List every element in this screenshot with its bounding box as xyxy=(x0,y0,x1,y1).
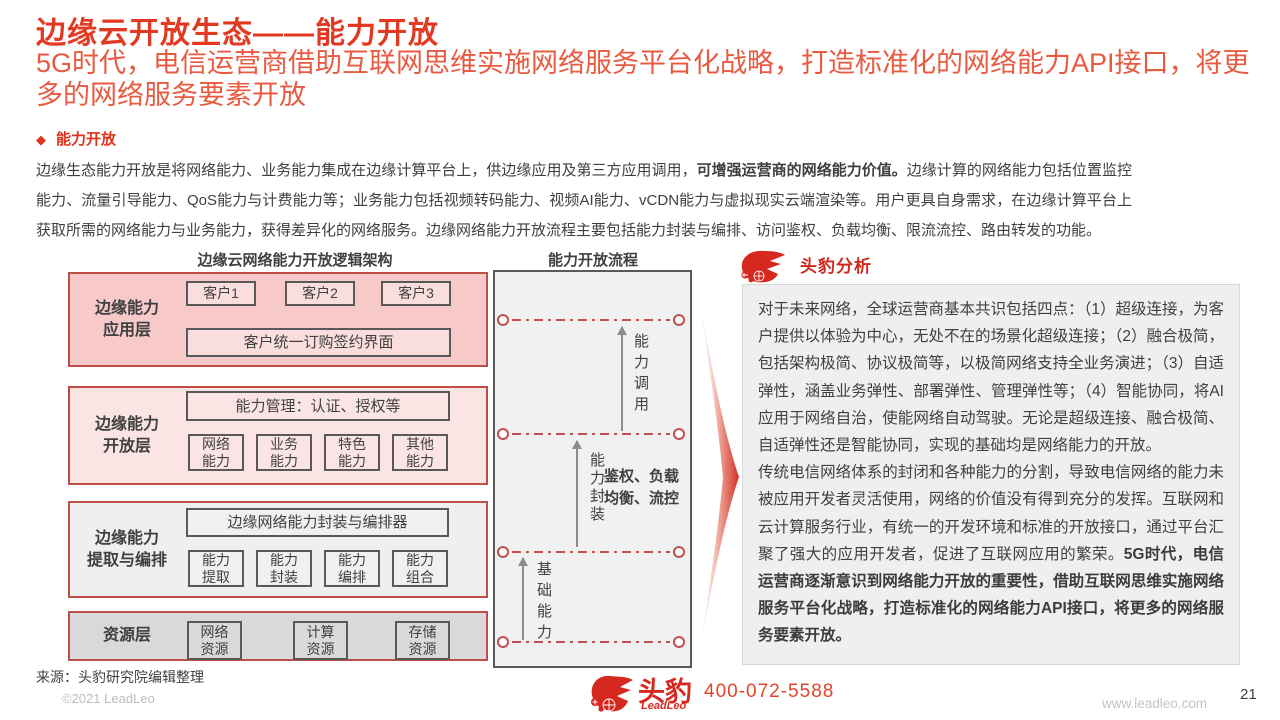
section-heading: ◆ 能力开放 xyxy=(36,128,116,149)
up-arrow-icon xyxy=(518,557,528,640)
flow-divider-line xyxy=(497,428,685,440)
special-capability-box: 特色 能力 xyxy=(324,434,380,471)
client3-box: 客户3 xyxy=(381,281,451,306)
business-capability-box: 业务 能力 xyxy=(256,434,312,471)
connector-circle-icon xyxy=(497,314,509,326)
section-heading-label: 能力开放 xyxy=(56,131,117,148)
diamond-bullet-icon: ◆ xyxy=(36,132,46,147)
intro-text-bold: 可增强运营商的网络能力价值。 xyxy=(696,162,907,179)
architecture-diagram-title: 边缘云网络能力开放逻辑架构 xyxy=(197,252,393,269)
capability-combine-box: 能力 组合 xyxy=(392,550,448,587)
connector-circle-icon xyxy=(673,314,685,326)
analysis-panel: 对于未来网络，全球运营商基本共识包括四点：（1）超级连接，为客户提供以体验为中心… xyxy=(742,284,1240,665)
basic-capability-label: 基础能力 xyxy=(535,561,552,645)
flow-divider-line xyxy=(497,636,685,648)
capability-invoke-label: 能力调用 xyxy=(632,333,649,417)
capability-orchestrate-box: 能力 编排 xyxy=(324,550,380,587)
analysis-paragraph-2: 传统电信网络体系的封闭和各种能力的分割，导致电信网络的能力未被应用开发者灵活使用… xyxy=(758,464,1224,645)
source-note: 来源：头豹研究院编辑整理 xyxy=(36,669,204,685)
flow-diagram-box xyxy=(493,270,692,668)
page-subtitle: 5G时代，电信运营商借助互联网思维实施网络服务平台化战略，打造标准化的网络能力A… xyxy=(36,48,1250,110)
intro-paragraph: 边缘生态能力开放是将网络能力、业务能力集成在边缘计算平台上，供边缘应用及第三方应… xyxy=(36,156,1132,246)
connector-circle-icon xyxy=(673,636,685,648)
connector-circle-icon xyxy=(673,546,685,558)
client2-box: 客户2 xyxy=(285,281,355,306)
layer-application-label: 边缘能力 应用层 xyxy=(94,299,159,339)
storage-resource-box: 存储 资源 xyxy=(395,621,450,660)
flow-diagram-title: 能力开放流程 xyxy=(547,252,638,269)
flow-divider-line xyxy=(497,546,685,558)
page-number: 21 xyxy=(1240,686,1257,703)
copyright-note: ©2021 LeadLeo xyxy=(62,691,155,706)
analysis-paragraph-1: 对于未来网络，全球运营商基本共识包括四点：（1）超级连接，为客户提供以体验为中心… xyxy=(758,301,1224,455)
encapsulation-orchestrator-box: 边缘网络能力封装与编排器 xyxy=(186,508,449,537)
capability-extract-box: 能力 提取 xyxy=(188,550,244,587)
layer-openness-label: 边缘能力 开放层 xyxy=(94,415,159,455)
connector-circle-icon xyxy=(497,428,509,440)
flow-divider-line xyxy=(497,314,685,326)
layer-extraction-label: 边缘能力 提取与编排 xyxy=(86,529,167,569)
footer-brand-cn: 头豹 xyxy=(638,677,692,707)
intro-text-post: 边缘计算的网络能力包括位置监控能力、流量引导能力、QoS能力与计费能力等；业务能… xyxy=(36,162,1132,239)
connector-circle-icon xyxy=(673,428,685,440)
capability-mgmt-box: 能力管理：认证、授权等 xyxy=(186,391,450,421)
client1-box: 客户1 xyxy=(186,281,256,306)
red-chevron-arrow-icon xyxy=(698,290,739,664)
page-title: 边缘云开放生态——能力开放 xyxy=(36,17,439,50)
compute-resource-box: 计算 资源 xyxy=(293,621,348,660)
connector-circle-icon xyxy=(497,636,509,648)
up-arrow-icon xyxy=(617,326,627,431)
subscribe-ui-box: 客户统一订购签约界面 xyxy=(186,328,451,357)
intro-text-pre: 边缘生态能力开放是将网络能力、业务能力集成在边缘计算平台上，供边缘应用及第三方应… xyxy=(36,162,697,179)
network-capability-box: 网络 能力 xyxy=(188,434,244,471)
layer-resource-label: 资源层 xyxy=(102,627,151,644)
analysis-title: 头豹分析 xyxy=(800,257,872,276)
connector-circle-icon xyxy=(497,546,509,558)
leadleo-logo-icon xyxy=(591,675,633,712)
footer-website: www.leadleo.com xyxy=(1102,696,1208,711)
leadleo-leopard-icon xyxy=(741,250,785,283)
network-resource-box: 网络 资源 xyxy=(187,621,242,660)
auth-loadbalance-label: 鉴权、负载 均衡、流控 xyxy=(604,468,680,507)
capability-encapsulate-box: 能力 封装 xyxy=(256,550,312,587)
footer-brand-en: LeadLeo xyxy=(641,700,687,712)
other-capability-box: 其他 能力 xyxy=(392,434,448,471)
up-arrow-icon xyxy=(572,440,582,547)
analysis-bold-text: 5G时代，电信运营商逐渐意识到网络能力开放的重要性，借助互联网思维实施网络服务平… xyxy=(758,545,1224,645)
footer-phone: 400-072-5588 xyxy=(704,681,835,702)
capability-encapsulate-label: 能力封装 xyxy=(588,452,605,524)
